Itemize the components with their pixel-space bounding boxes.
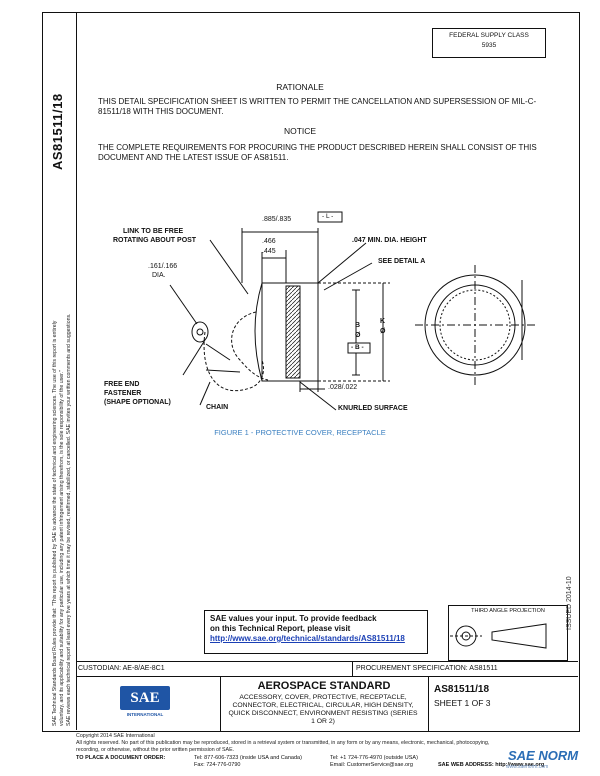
label-b-box: - B - <box>351 344 364 351</box>
chain-upper <box>231 311 269 381</box>
feedback-link[interactable]: http://www.sae.org/technical/standards/A… <box>210 634 405 643</box>
issued-date: ISSUED 2014-10 <box>566 576 573 630</box>
watermark-title: SAE NORM <box>508 748 579 763</box>
feedback-line-2: on this Technical Report, please visit <box>210 624 351 633</box>
projection-label: THIRD ANGLE PROJECTION <box>471 608 545 614</box>
label-min-height: .047 MIN. DIA. HEIGHT <box>352 237 427 244</box>
left-title-column <box>42 12 77 730</box>
order-tel-1: Tel: 877-606-7323 (inside USA and Canada… <box>194 755 302 761</box>
sae-logo: SAE <box>120 686 170 710</box>
label-bottom-dim: .028/.022 <box>328 384 358 391</box>
label-knurled: KNURLED SURFACE <box>338 405 408 412</box>
watermark-subtitle: www.saenorm.com <box>506 764 549 770</box>
rationale-text: THIS DETAIL SPECIFICATION SHEET IS WRITT… <box>98 97 537 116</box>
label-shape: (SHAPE OPTIONAL) <box>104 399 171 406</box>
rationale-heading: RATIONALE <box>276 82 324 92</box>
third-angle-projection-box: THIRD ANGLE PROJECTION <box>448 605 568 661</box>
copyright-line-2: All rights reserved. No part of this pub… <box>76 740 490 746</box>
notice-heading: NOTICE <box>283 126 317 136</box>
chain-lower <box>203 331 264 392</box>
end-view-outer <box>424 274 526 376</box>
title-block: CUSTODIAN: AE-8/AE-8C1 PROCUREMENT SPECI… <box>76 661 578 731</box>
cap-edge <box>254 282 263 382</box>
footer-doc-number: AS81511/18 <box>434 684 490 695</box>
standard-description: ACCESSORY, COVER, PROTECTIVE, RECEPTACLE… <box>228 694 418 725</box>
page-frame <box>42 12 580 732</box>
label-link-2: ROTATING ABOUT POST <box>113 237 197 244</box>
custodian-text: CUSTODIAN: AE-8/AE-8C1 <box>78 665 165 672</box>
sae-web-address[interactable]: SAE WEB ADDRESS: http://www.sae.org <box>438 762 545 768</box>
order-tel-2: Tel: +1 724-776-4970 (outside USA) <box>330 755 418 761</box>
order-email: Email: CustomerService@sae.org <box>330 762 413 768</box>
order-fax: Fax: 724-776-0790 <box>194 762 241 768</box>
procurement-text: PROCUREMENT SPECIFICATION: AS81511 <box>356 665 498 672</box>
standard-title: AEROSPACE STANDARD <box>257 680 391 692</box>
feedback-box: SAE values your input. To provide feedba… <box>204 610 428 654</box>
label-k: K <box>380 318 386 325</box>
title-block-top-row <box>76 662 578 677</box>
label-link: LINK TO BE FREE <box>123 228 184 235</box>
label-fastener: FASTENER <box>104 390 142 397</box>
label-dia: .161/.166 <box>148 263 178 270</box>
sae-logo-subtext: INTERNATIONAL <box>126 712 164 717</box>
label-b: B <box>355 322 361 329</box>
sheet-number: SHEET 1 OF 3 <box>434 698 491 708</box>
label-l-box: - L - <box>322 213 334 220</box>
notice-text: THE COMPLETE REQUIREMENTS FOR PROCURING … <box>98 143 537 162</box>
feedback-line-1: SAE values your input. To provide feedba… <box>210 614 377 623</box>
federal-supply-class-box: FEDERAL SUPPLY CLASS 5935 <box>432 28 546 58</box>
label-b-phi: Ø <box>355 332 361 339</box>
copyright-line-1: Copyright 2014 SAE International <box>76 733 155 739</box>
knurled-band <box>285 285 301 379</box>
label-chain: CHAIN <box>206 404 229 411</box>
label-see-detail: SEE DETAIL A <box>378 258 426 265</box>
copyright-line-3: recording, or otherwise, without the pri… <box>76 747 235 753</box>
order-label: TO PLACE A DOCUMENT ORDER: <box>76 755 166 761</box>
label-dia-2: DIA. <box>152 272 166 279</box>
label-free-end: FREE END <box>104 381 140 388</box>
label-445: .445 <box>262 248 276 255</box>
label-466: .466 <box>262 238 276 245</box>
figure-caption: FIGURE 1 - PROTECTIVE COVER, RECEPTACLE <box>214 428 386 437</box>
label-k-phi: Ø <box>380 328 386 335</box>
label-length: .885/.835 <box>262 216 292 223</box>
sae-logo-text: SAE <box>130 690 160 706</box>
fsc-value: 5935 <box>481 42 497 49</box>
free-end-fastener <box>191 321 209 343</box>
fsc-label: FEDERAL SUPPLY CLASS <box>449 32 529 39</box>
